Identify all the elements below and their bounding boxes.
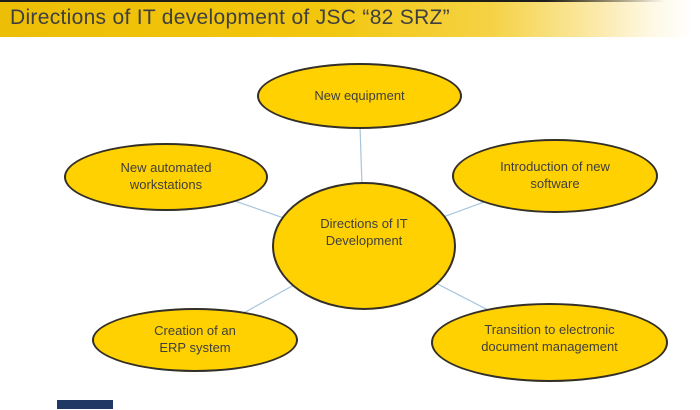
node-label: Transition to electronic document manage… (481, 321, 618, 354)
node-center-directions: Directions of IT Development (272, 182, 456, 310)
node-electronic-documents: Transition to electronic document manage… (431, 303, 668, 382)
node-automated-workstations: New automated workstations (64, 143, 268, 211)
title-bar: Directions of IT development of JSC “82 … (0, 0, 700, 37)
node-label: Creation of an ERP system (154, 323, 236, 355)
node-new-equipment: New equipment (257, 63, 462, 129)
slide-title: Directions of IT development of JSC “82 … (10, 6, 450, 29)
node-erp-system: Creation of an ERP system (92, 308, 298, 372)
node-label: Introduction of new software (500, 159, 610, 191)
node-new-software: Introduction of new software (452, 139, 658, 213)
node-label: New equipment (314, 87, 405, 103)
title-bar-top-accent (0, 0, 700, 2)
node-label: New automated workstations (120, 160, 212, 192)
node-label: Directions of IT Development (320, 216, 408, 248)
footer-accent-bar (57, 400, 113, 409)
